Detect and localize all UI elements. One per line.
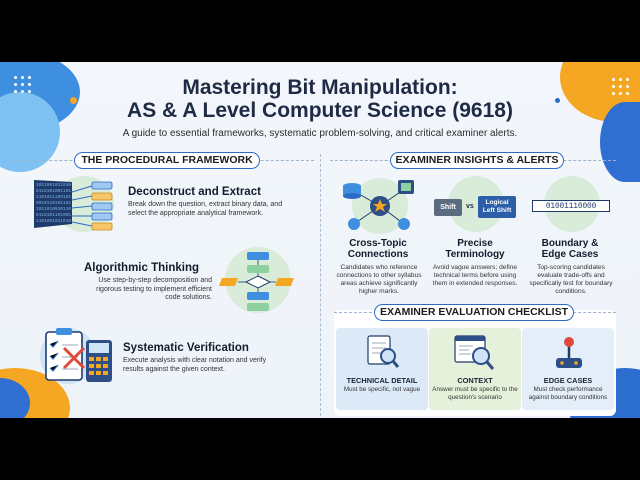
svg-text:0110101001101: 0110101001101 bbox=[36, 188, 71, 194]
insight-title-line: Cross-Topic bbox=[349, 238, 407, 249]
logical-label-line: Logical bbox=[485, 199, 509, 206]
title-line-2: AS & A Level Computer Science (9618) bbox=[127, 99, 513, 122]
insight-description: Avoid vague answers; define technical te… bbox=[432, 264, 518, 287]
checklist-item-technical-detail: TECHNICAL DETAIL Must be specific, not v… bbox=[336, 328, 428, 410]
svg-text:1011001011010: 1011001011010 bbox=[36, 182, 71, 188]
step-title: Systematic Verification bbox=[123, 342, 249, 354]
step-title: Deconstruct and Extract bbox=[128, 186, 261, 198]
svg-text:1101011100101: 1101011100101 bbox=[36, 194, 71, 200]
insight-title: Precise Terminology bbox=[435, 238, 515, 260]
shift-label: Shift bbox=[434, 199, 462, 216]
infographic: Mastering Bit Manipulation: AS & A Level… bbox=[0, 62, 640, 418]
step-description: Break down the question, extract binary … bbox=[128, 201, 283, 217]
insight-title-line: Edge Cases bbox=[541, 249, 599, 260]
procedural-framework-heading: THE PROCEDURAL FRAMEWORK bbox=[74, 152, 260, 169]
bit-string: 01001110000 bbox=[532, 200, 610, 212]
title-line-1: Mastering Bit Manipulation: bbox=[182, 76, 458, 99]
checklist-item-description: Answer must be specific to the question'… bbox=[432, 386, 518, 401]
bit-array-icon: 01001110000 bbox=[528, 176, 614, 236]
checklist-item-title: TECHNICAL DETAIL bbox=[346, 376, 418, 385]
checklist-item-description: Must be specific, not vague bbox=[343, 386, 421, 393]
svg-text:1011010010110: 1011010010110 bbox=[36, 206, 71, 212]
checklist-item-context: CONTEXT Answer must be specific to the q… bbox=[429, 328, 521, 410]
clipboard-check-icon bbox=[40, 328, 112, 384]
network-icon bbox=[343, 178, 414, 234]
decor-dots bbox=[14, 76, 31, 93]
svg-text:0110101101001: 0110101101001 bbox=[36, 212, 71, 218]
insight-description: Top-scoring candidates evaluate trade-of… bbox=[529, 264, 613, 295]
logical-label-line: Left Shift bbox=[482, 207, 512, 214]
insight-title-line: Terminology bbox=[445, 249, 505, 260]
checklist-item-edge-cases: EDGE CASES Must check performance agains… bbox=[522, 328, 614, 410]
insight-title-line: Precise bbox=[457, 238, 493, 249]
checklist-item-title: CONTEXT bbox=[457, 376, 493, 385]
svg-text:0010110101101: 0010110101101 bbox=[36, 200, 71, 206]
decor-dots bbox=[612, 78, 629, 95]
joystick-icon bbox=[556, 337, 582, 368]
insight-description: Candidates who reference connections to … bbox=[336, 264, 422, 295]
insight-title-line: Boundary & bbox=[541, 238, 599, 249]
evaluation-checklist: TECHNICAL DETAIL Must be specific, not v… bbox=[334, 310, 616, 416]
checklist-item-description: Must check performance against boundary … bbox=[528, 386, 608, 401]
decor-dot bbox=[70, 97, 77, 104]
vs-label: vs bbox=[466, 203, 474, 210]
page-title: Mastering Bit Manipulation: AS & A Level… bbox=[0, 76, 640, 122]
logical-left-shift-label: Logical Left Shift bbox=[478, 196, 516, 218]
magnifier-document-icon bbox=[367, 335, 400, 368]
decor-blob bbox=[600, 102, 640, 182]
window-magnifier-icon bbox=[454, 335, 495, 370]
examiner-insights-heading: EXAMINER INSIGHTS & ALERTS bbox=[390, 152, 564, 169]
step-title: Algorithmic Thinking bbox=[84, 262, 199, 274]
flowchart-icon bbox=[219, 247, 294, 313]
evaluation-checklist-heading: EXAMINER EVALUATION CHECKLIST bbox=[374, 304, 574, 321]
insight-title-line: Connections bbox=[347, 249, 409, 260]
insight-title: Boundary & Edge Cases bbox=[530, 238, 610, 260]
column-divider bbox=[320, 154, 322, 416]
page-subtitle: A guide to essential frameworks, systema… bbox=[122, 128, 518, 139]
step-description: Execute analysis with clear notation and… bbox=[123, 357, 267, 373]
insight-title: Cross-Topic Connections bbox=[338, 238, 418, 260]
decor-dot bbox=[555, 98, 560, 103]
svg-text:1101001011010: 1101001011010 bbox=[36, 218, 71, 224]
step-description: Use step-by-step decomposition and rigor… bbox=[96, 277, 212, 301]
checklist-item-title: EDGE CASES bbox=[543, 376, 593, 385]
shift-compare-icon: Shift vs Logical Left Shift bbox=[432, 176, 518, 236]
